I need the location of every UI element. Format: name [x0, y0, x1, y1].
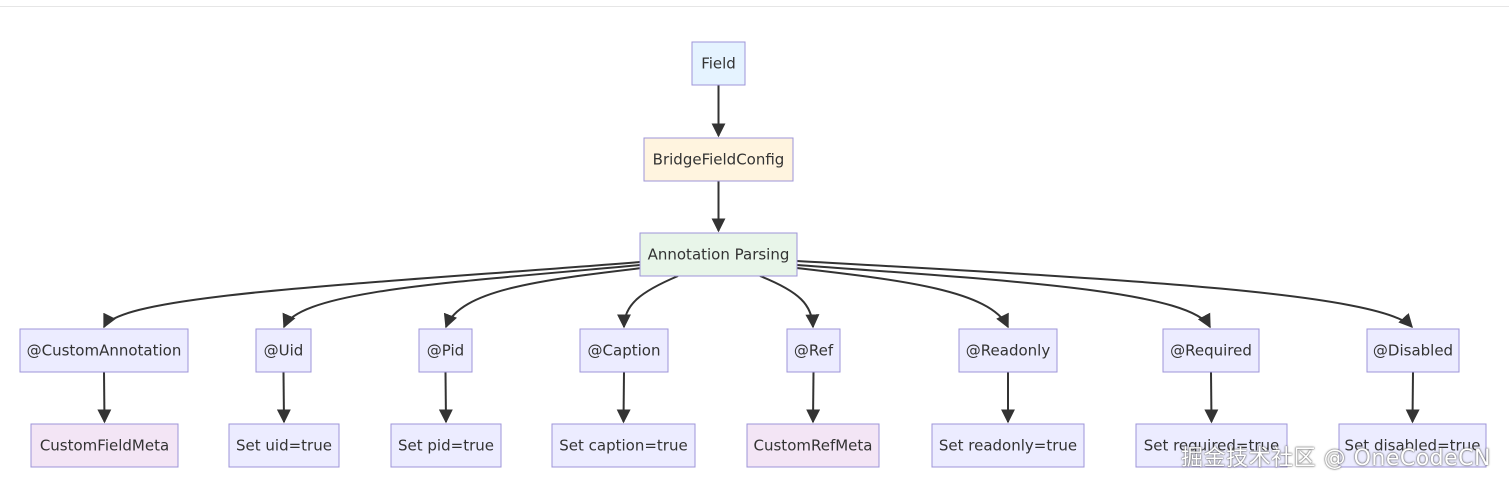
- edge-parsing-to-ref: [759, 275, 820, 329]
- node-field: Field: [691, 41, 746, 86]
- edge-parsing-to-uid: [282, 264, 641, 329]
- node-label-customMeta: CustomFieldMeta: [40, 437, 169, 455]
- node-setReadonly: Set readonly=true: [931, 423, 1085, 468]
- node-label-setUid: Set uid=true: [236, 437, 332, 455]
- node-label-custom: @CustomAnnotation: [27, 342, 182, 360]
- node-label-refMeta: CustomRefMeta: [754, 437, 873, 455]
- node-pid: @Pid: [418, 328, 473, 373]
- edge-uid-to-setUid: [276, 371, 291, 424]
- node-box-setPid: [390, 423, 502, 468]
- node-required: @Required: [1162, 328, 1260, 373]
- node-label-required: @Required: [1170, 342, 1252, 360]
- node-label-field: Field: [701, 55, 736, 73]
- node-customMeta: CustomFieldMeta: [30, 423, 179, 468]
- node-box-pid: [418, 328, 473, 373]
- node-setCaption: Set caption=true: [551, 423, 696, 468]
- node-label-pid: @Pid: [427, 342, 464, 360]
- edge-parsing-to-readonly: [796, 267, 1009, 329]
- watermark-text: 掘金技术社区 @ OneCodeCN: [1181, 446, 1491, 471]
- node-box-parsing: [639, 232, 798, 277]
- edge-disabled-to-setDisabled: [1405, 371, 1420, 424]
- node-label-ref: @Ref: [794, 342, 834, 360]
- node-setPid: Set pid=true: [390, 423, 502, 468]
- node-box-setRequired: [1135, 423, 1288, 468]
- node-label-setCaption: Set caption=true: [559, 437, 687, 455]
- node-box-setUid: [228, 423, 340, 468]
- node-box-uid: [255, 328, 312, 373]
- node-box-bridge: [643, 137, 794, 182]
- node-ref: @Ref: [786, 328, 841, 373]
- node-label-uid: @Uid: [264, 342, 304, 360]
- node-label-setDisabled: Set disabled=true: [1345, 437, 1481, 455]
- node-bridge: BridgeFieldConfig: [643, 137, 794, 182]
- node-label-bridge: BridgeFieldConfig: [653, 151, 785, 169]
- node-box-setReadonly: [931, 423, 1085, 468]
- edge-parsing-to-custom: [103, 261, 641, 329]
- edge-ref-to-refMeta: [806, 371, 821, 424]
- edges-layer: [97, 85, 1420, 424]
- node-label-disabled: @Disabled: [1373, 342, 1453, 360]
- node-refMeta: CustomRefMeta: [746, 423, 880, 468]
- node-setUid: Set uid=true: [228, 423, 340, 468]
- node-box-ref: [786, 328, 841, 373]
- node-box-readonly: [958, 328, 1058, 373]
- node-box-caption: [579, 328, 669, 373]
- node-box-setDisabled: [1338, 423, 1487, 468]
- node-box-customMeta: [30, 423, 179, 468]
- edge-pid-to-setPid: [438, 371, 453, 424]
- node-setDisabled: Set disabled=true: [1338, 423, 1487, 468]
- node-box-custom: [19, 328, 189, 373]
- node-box-disabled: [1366, 328, 1460, 373]
- edge-parsing-to-disabled: [796, 260, 1413, 329]
- node-disabled: @Disabled: [1366, 328, 1460, 373]
- node-label-setRequired: Set required=true: [1144, 437, 1280, 455]
- node-box-field: [691, 41, 746, 86]
- node-box-refMeta: [746, 423, 880, 468]
- node-custom: @CustomAnnotation: [19, 328, 189, 373]
- edge-required-to-setRequired: [1204, 371, 1219, 424]
- node-label-caption: @Caption: [588, 342, 661, 360]
- node-box-setCaption: [551, 423, 696, 468]
- node-uid: @Uid: [255, 328, 312, 373]
- node-caption: @Caption: [579, 328, 669, 373]
- node-label-setReadonly: Set readonly=true: [939, 437, 1077, 455]
- edge-parsing-to-pid: [443, 267, 643, 329]
- edge-custom-to-customMeta: [97, 371, 112, 424]
- node-label-setPid: Set pid=true: [398, 437, 494, 455]
- node-box-required: [1162, 328, 1260, 373]
- top-divider: [0, 6, 1509, 7]
- node-parsing: Annotation Parsing: [639, 232, 798, 277]
- edge-caption-to-setCaption: [616, 371, 631, 424]
- node-setRequired: Set required=true: [1135, 423, 1288, 468]
- node-label-parsing: Annotation Parsing: [648, 246, 790, 264]
- node-label-readonly: @Readonly: [966, 342, 1051, 360]
- edge-parsing-to-required: [796, 264, 1211, 329]
- node-readonly: @Readonly: [958, 328, 1058, 373]
- edge-parsing-to-caption: [617, 275, 679, 329]
